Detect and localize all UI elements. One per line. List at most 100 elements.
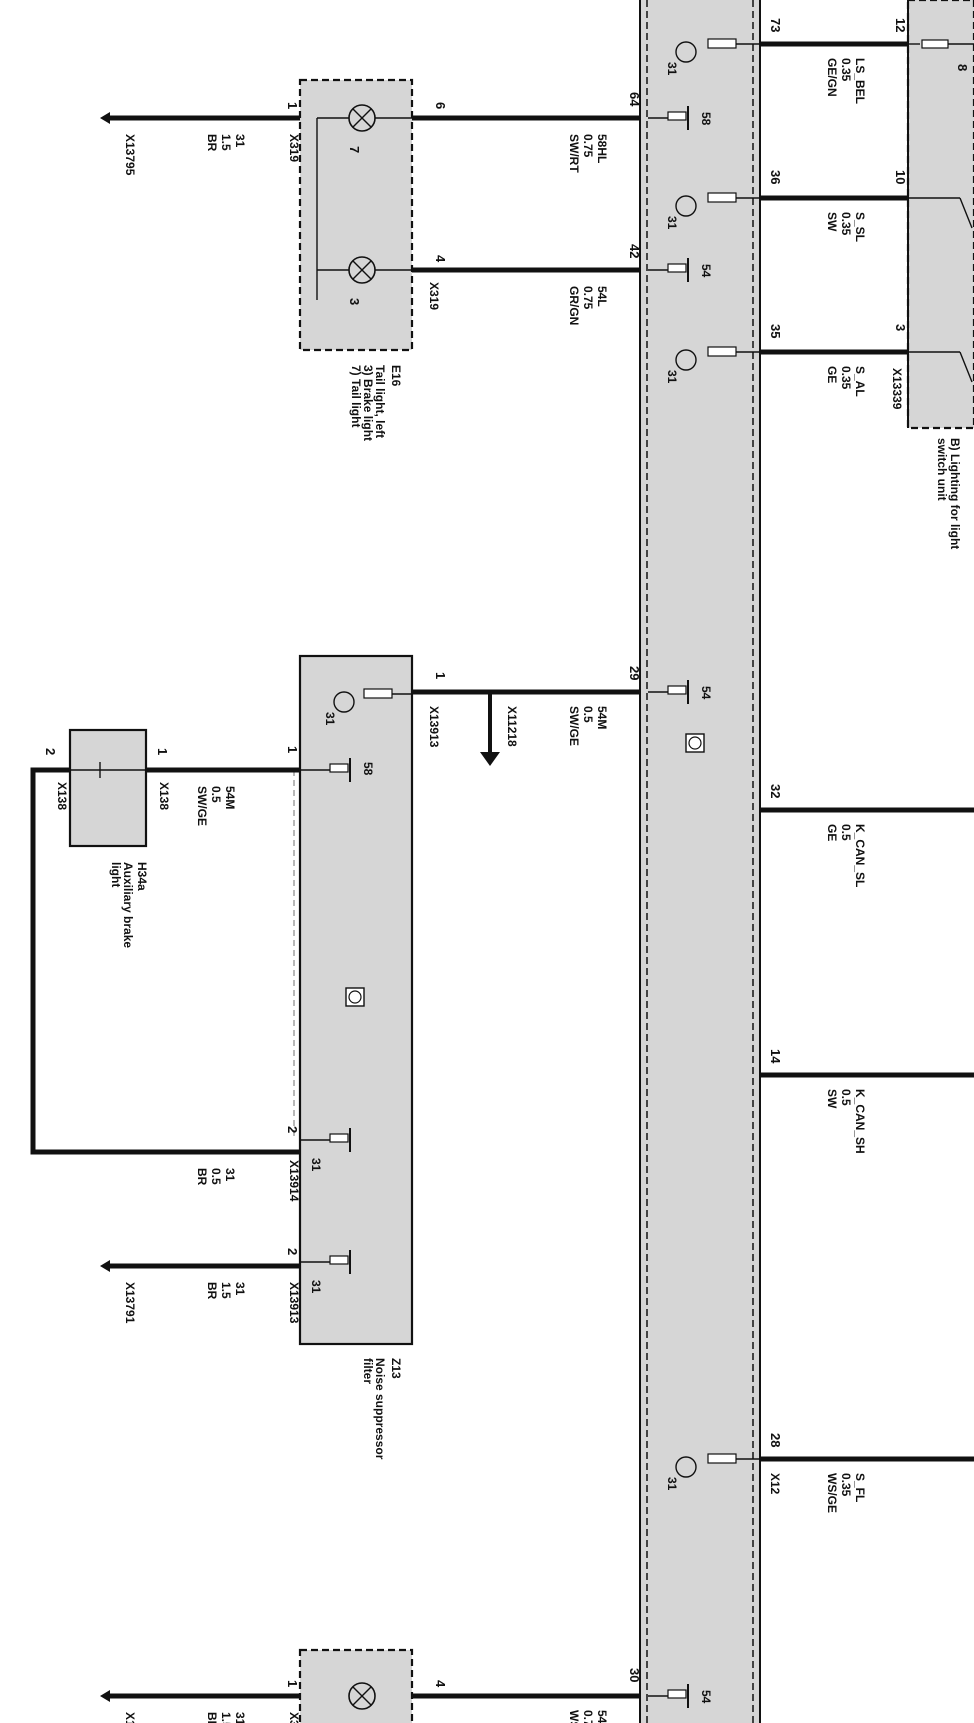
svg-text:1: 1 xyxy=(285,1680,300,1687)
e16-lamp-pin-3: 3 xyxy=(347,298,362,305)
svg-text:2: 2 xyxy=(285,1126,300,1133)
svg-text:GE/GN: GE/GN xyxy=(825,58,839,97)
svg-text:31: 31 xyxy=(309,1280,323,1294)
svg-text:73: 73 xyxy=(768,18,783,32)
svg-text:54: 54 xyxy=(699,264,713,278)
svg-text:0.5: 0.5 xyxy=(839,824,853,841)
svg-text:WS/GE: WS/GE xyxy=(825,1473,839,1513)
svg-text:BR: BR xyxy=(205,1282,219,1300)
ground-connector: X13795 xyxy=(123,134,137,176)
driver-73: 31 xyxy=(665,38,760,76)
svg-text:K_CAN_SL: K_CAN_SL xyxy=(853,824,867,887)
svg-text:31: 31 xyxy=(665,62,679,76)
light-switch-connector: X13339 xyxy=(890,368,904,410)
e16-pin-4: 4 xyxy=(433,255,448,263)
svg-text:X13914: X13914 xyxy=(287,1160,301,1202)
svg-text:54F: 54F xyxy=(595,1710,609,1723)
svg-text:0.5: 0.5 xyxy=(209,786,223,803)
switch-inner-pin: 8 xyxy=(955,64,970,71)
svg-text:1: 1 xyxy=(433,672,448,679)
driver-36: 31 xyxy=(665,192,760,230)
control-module xyxy=(639,0,761,1723)
svg-text:0.7: 0.7 xyxy=(581,1710,595,1723)
svg-text:31: 31 xyxy=(665,1477,679,1491)
svg-text:29: 29 xyxy=(627,666,642,680)
svg-text:Auxiliary brake: Auxiliary brake xyxy=(121,862,135,948)
svg-text:31: 31 xyxy=(665,216,679,230)
svg-text:SW: SW xyxy=(825,1089,839,1109)
wire-label: BR xyxy=(205,134,219,152)
svg-text:36: 36 xyxy=(768,170,783,184)
e16-pin-1: 1 xyxy=(285,102,300,109)
wire-label: 58HL xyxy=(595,134,609,163)
wire-31-loop: 31 0.5 BR xyxy=(30,767,300,1186)
svg-text:H34a: H34a xyxy=(135,862,149,891)
svg-text:4: 4 xyxy=(433,1680,448,1688)
z13-name-1: Noise suppressor xyxy=(373,1358,387,1460)
svg-text:30: 30 xyxy=(627,1668,642,1682)
res-29: 54 xyxy=(648,680,713,704)
svg-text:1: 1 xyxy=(155,748,170,755)
z13-id: Z13 xyxy=(389,1358,403,1379)
svg-text:54M: 54M xyxy=(595,706,609,729)
h34a-aux-brake-light: H34a Auxiliary brake light 1 X138 2 X138 xyxy=(43,728,171,948)
wire-54m-module: 29 X11218 54M 0.5 SW/GE xyxy=(412,666,642,766)
svg-text:S_AL: S_AL xyxy=(853,366,867,397)
svg-text:WS: WS xyxy=(567,1710,581,1723)
module-pin-64: 64 xyxy=(627,92,642,107)
svg-text:14: 14 xyxy=(768,1049,783,1064)
e16-connector-bottom: X319 xyxy=(427,282,441,310)
svg-text:31: 31 xyxy=(665,370,679,384)
svg-text:54: 54 xyxy=(699,1690,713,1704)
svg-text:58: 58 xyxy=(699,112,713,126)
svg-text:0.5: 0.5 xyxy=(581,706,595,723)
svg-text:54: 54 xyxy=(699,686,713,700)
svg-text:X138: X138 xyxy=(55,782,69,810)
e16-name-3: 7) Tail light xyxy=(349,365,363,427)
svg-text:S_FL: S_FL xyxy=(853,1473,867,1502)
svg-text:1.5: 1.5 xyxy=(219,1282,233,1299)
z13-name-2: filter xyxy=(361,1358,375,1384)
svg-text:3: 3 xyxy=(893,324,908,331)
svg-text:2: 2 xyxy=(43,748,58,755)
svg-text:0.35: 0.35 xyxy=(839,1473,853,1497)
driver-28: 31 xyxy=(665,1453,760,1491)
e16-name-2: 3) Brake light xyxy=(361,365,375,441)
light-switch-unit: B) Lighting for light switch unit X13339 xyxy=(890,0,974,549)
svg-text:SW/GE: SW/GE xyxy=(195,786,209,826)
e16-pin-6: 6 xyxy=(433,102,448,109)
svg-text:1.5: 1.5 xyxy=(219,1712,233,1723)
svg-text:28: 28 xyxy=(768,1433,783,1447)
svg-text:12: 12 xyxy=(893,18,908,32)
light-switch-name-1: B) Lighting for light xyxy=(948,438,962,549)
svg-text:BR: BR xyxy=(205,1712,219,1723)
svg-text:54M: 54M xyxy=(223,786,237,809)
module-internals: 31 31 31 31 58 xyxy=(648,38,760,1708)
wire-label: 0.75 xyxy=(581,134,595,158)
svg-text:X13913: X13913 xyxy=(427,706,441,748)
ground-wire-x13795: 31 1.5 BR X13795 xyxy=(100,112,300,176)
svg-text:2: 2 xyxy=(285,1248,300,1255)
ground-wire-x13791: 31 1.5 BR X13791 xyxy=(100,1260,300,1324)
svg-text:X11218: X11218 xyxy=(505,706,519,747)
svg-text:0.35: 0.35 xyxy=(839,366,853,390)
wire-label: 54L xyxy=(595,286,609,307)
svg-text:X12: X12 xyxy=(768,1473,782,1495)
e16-id: E16 xyxy=(389,365,403,387)
e16-tail-light: 7 3 E16 Tail light, left 3) Brake light … xyxy=(285,78,448,441)
svg-text:58: 58 xyxy=(361,762,375,776)
svg-text:10: 10 xyxy=(893,170,908,184)
wire-label: 0.75 xyxy=(581,286,595,310)
svg-text:X13913: X13913 xyxy=(287,1282,301,1324)
svg-text:32: 32 xyxy=(768,784,783,798)
res-42: 54 xyxy=(648,258,713,282)
wire-54m-aux: 54M 0.5 SW/GE xyxy=(146,767,300,826)
svg-text:S_SL: S_SL xyxy=(853,212,867,242)
right-wires: 8 73 12 LS_BEL 0.35 GE/GN 36 10 S_SL 0.3… xyxy=(760,18,974,1513)
svg-text:SW: SW xyxy=(825,212,839,232)
e16-lamp-pin-7: 7 xyxy=(347,146,362,153)
res-64: 58 xyxy=(648,106,713,130)
wire-label: 31 xyxy=(233,134,247,148)
svg-text:31: 31 xyxy=(323,712,337,726)
e16-name-1: Tail light, left xyxy=(373,365,387,438)
